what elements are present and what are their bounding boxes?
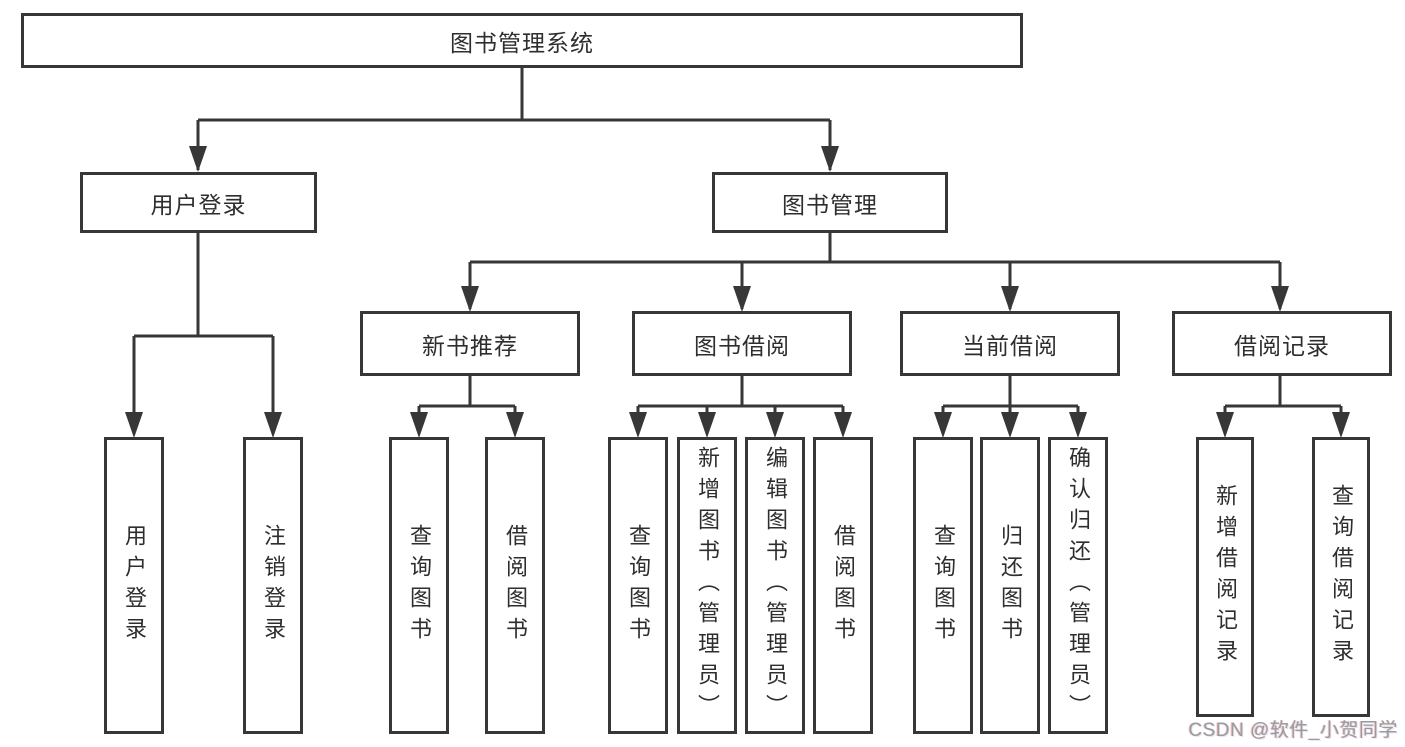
leaf-borrow-query-books: 查询图书: [608, 437, 668, 734]
leaf-borrow-books: 借阅图书: [813, 437, 873, 734]
node-current-borrow: 当前借阅: [900, 311, 1120, 376]
node-root: 图书管理系统: [21, 13, 1023, 68]
leaf-add-books-admin-label: 新增图书（管理员）: [695, 446, 720, 725]
leaf-edit-books-admin: 编辑图书（管理员）: [745, 437, 805, 734]
leaf-return-books-label: 归还图书: [998, 523, 1023, 648]
leaf-query-borrow-record-label: 查询借阅记录: [1329, 484, 1354, 670]
leaf-confirm-return-admin: 确认归还（管理员）: [1048, 437, 1108, 734]
node-book-management: 图书管理: [712, 172, 948, 233]
node-book-borrow: 图书借阅: [632, 311, 852, 376]
node-borrow-records: 借阅记录: [1172, 311, 1392, 376]
leaf-user-login: 用户登录: [104, 437, 164, 734]
node-current-borrow-label: 当前借阅: [962, 332, 1058, 359]
leaf-query-borrow-record: 查询借阅记录: [1312, 437, 1370, 717]
leaf-add-borrow-record-label: 新增借阅记录: [1213, 484, 1238, 670]
leaf-newbook-borrow-books: 借阅图书: [485, 437, 545, 734]
leaf-add-books-admin: 新增图书（管理员）: [677, 437, 737, 734]
leaf-edit-books-admin-label: 编辑图书（管理员）: [763, 446, 788, 725]
node-user-login: 用户登录: [80, 172, 317, 233]
watermark: CSDN @软件_小贺同学: [1188, 720, 1398, 741]
leaf-add-borrow-record: 新增借阅记录: [1196, 437, 1254, 717]
node-borrow-records-label: 借阅记录: [1234, 332, 1330, 359]
leaf-newbook-query-books: 查询图书: [389, 437, 449, 734]
leaf-logout: 注销登录: [243, 437, 303, 734]
leaf-return-books: 归还图书: [980, 437, 1040, 734]
node-root-label: 图书管理系统: [450, 29, 594, 56]
node-new-book-recommend: 新书推荐: [360, 311, 580, 376]
node-book-management-label: 图书管理: [782, 191, 878, 218]
leaf-confirm-return-admin-label: 确认归还（管理员）: [1066, 446, 1091, 725]
leaf-current-query-books: 查询图书: [913, 437, 973, 734]
leaf-borrow-query-books-label: 查询图书: [626, 523, 651, 648]
leaf-newbook-borrow-books-label: 借阅图书: [503, 523, 528, 648]
leaf-user-login-label: 用户登录: [122, 523, 147, 648]
leaf-borrow-books-label: 借阅图书: [831, 523, 856, 648]
arrowheads: [125, 146, 1350, 438]
node-new-book-recommend-label: 新书推荐: [422, 332, 518, 359]
leaf-newbook-query-books-label: 查询图书: [407, 523, 432, 648]
node-user-login-label: 用户登录: [150, 191, 247, 218]
leaf-current-query-books-label: 查询图书: [931, 523, 956, 648]
node-book-borrow-label: 图书借阅: [694, 332, 790, 359]
leaf-logout-label: 注销登录: [261, 523, 286, 648]
